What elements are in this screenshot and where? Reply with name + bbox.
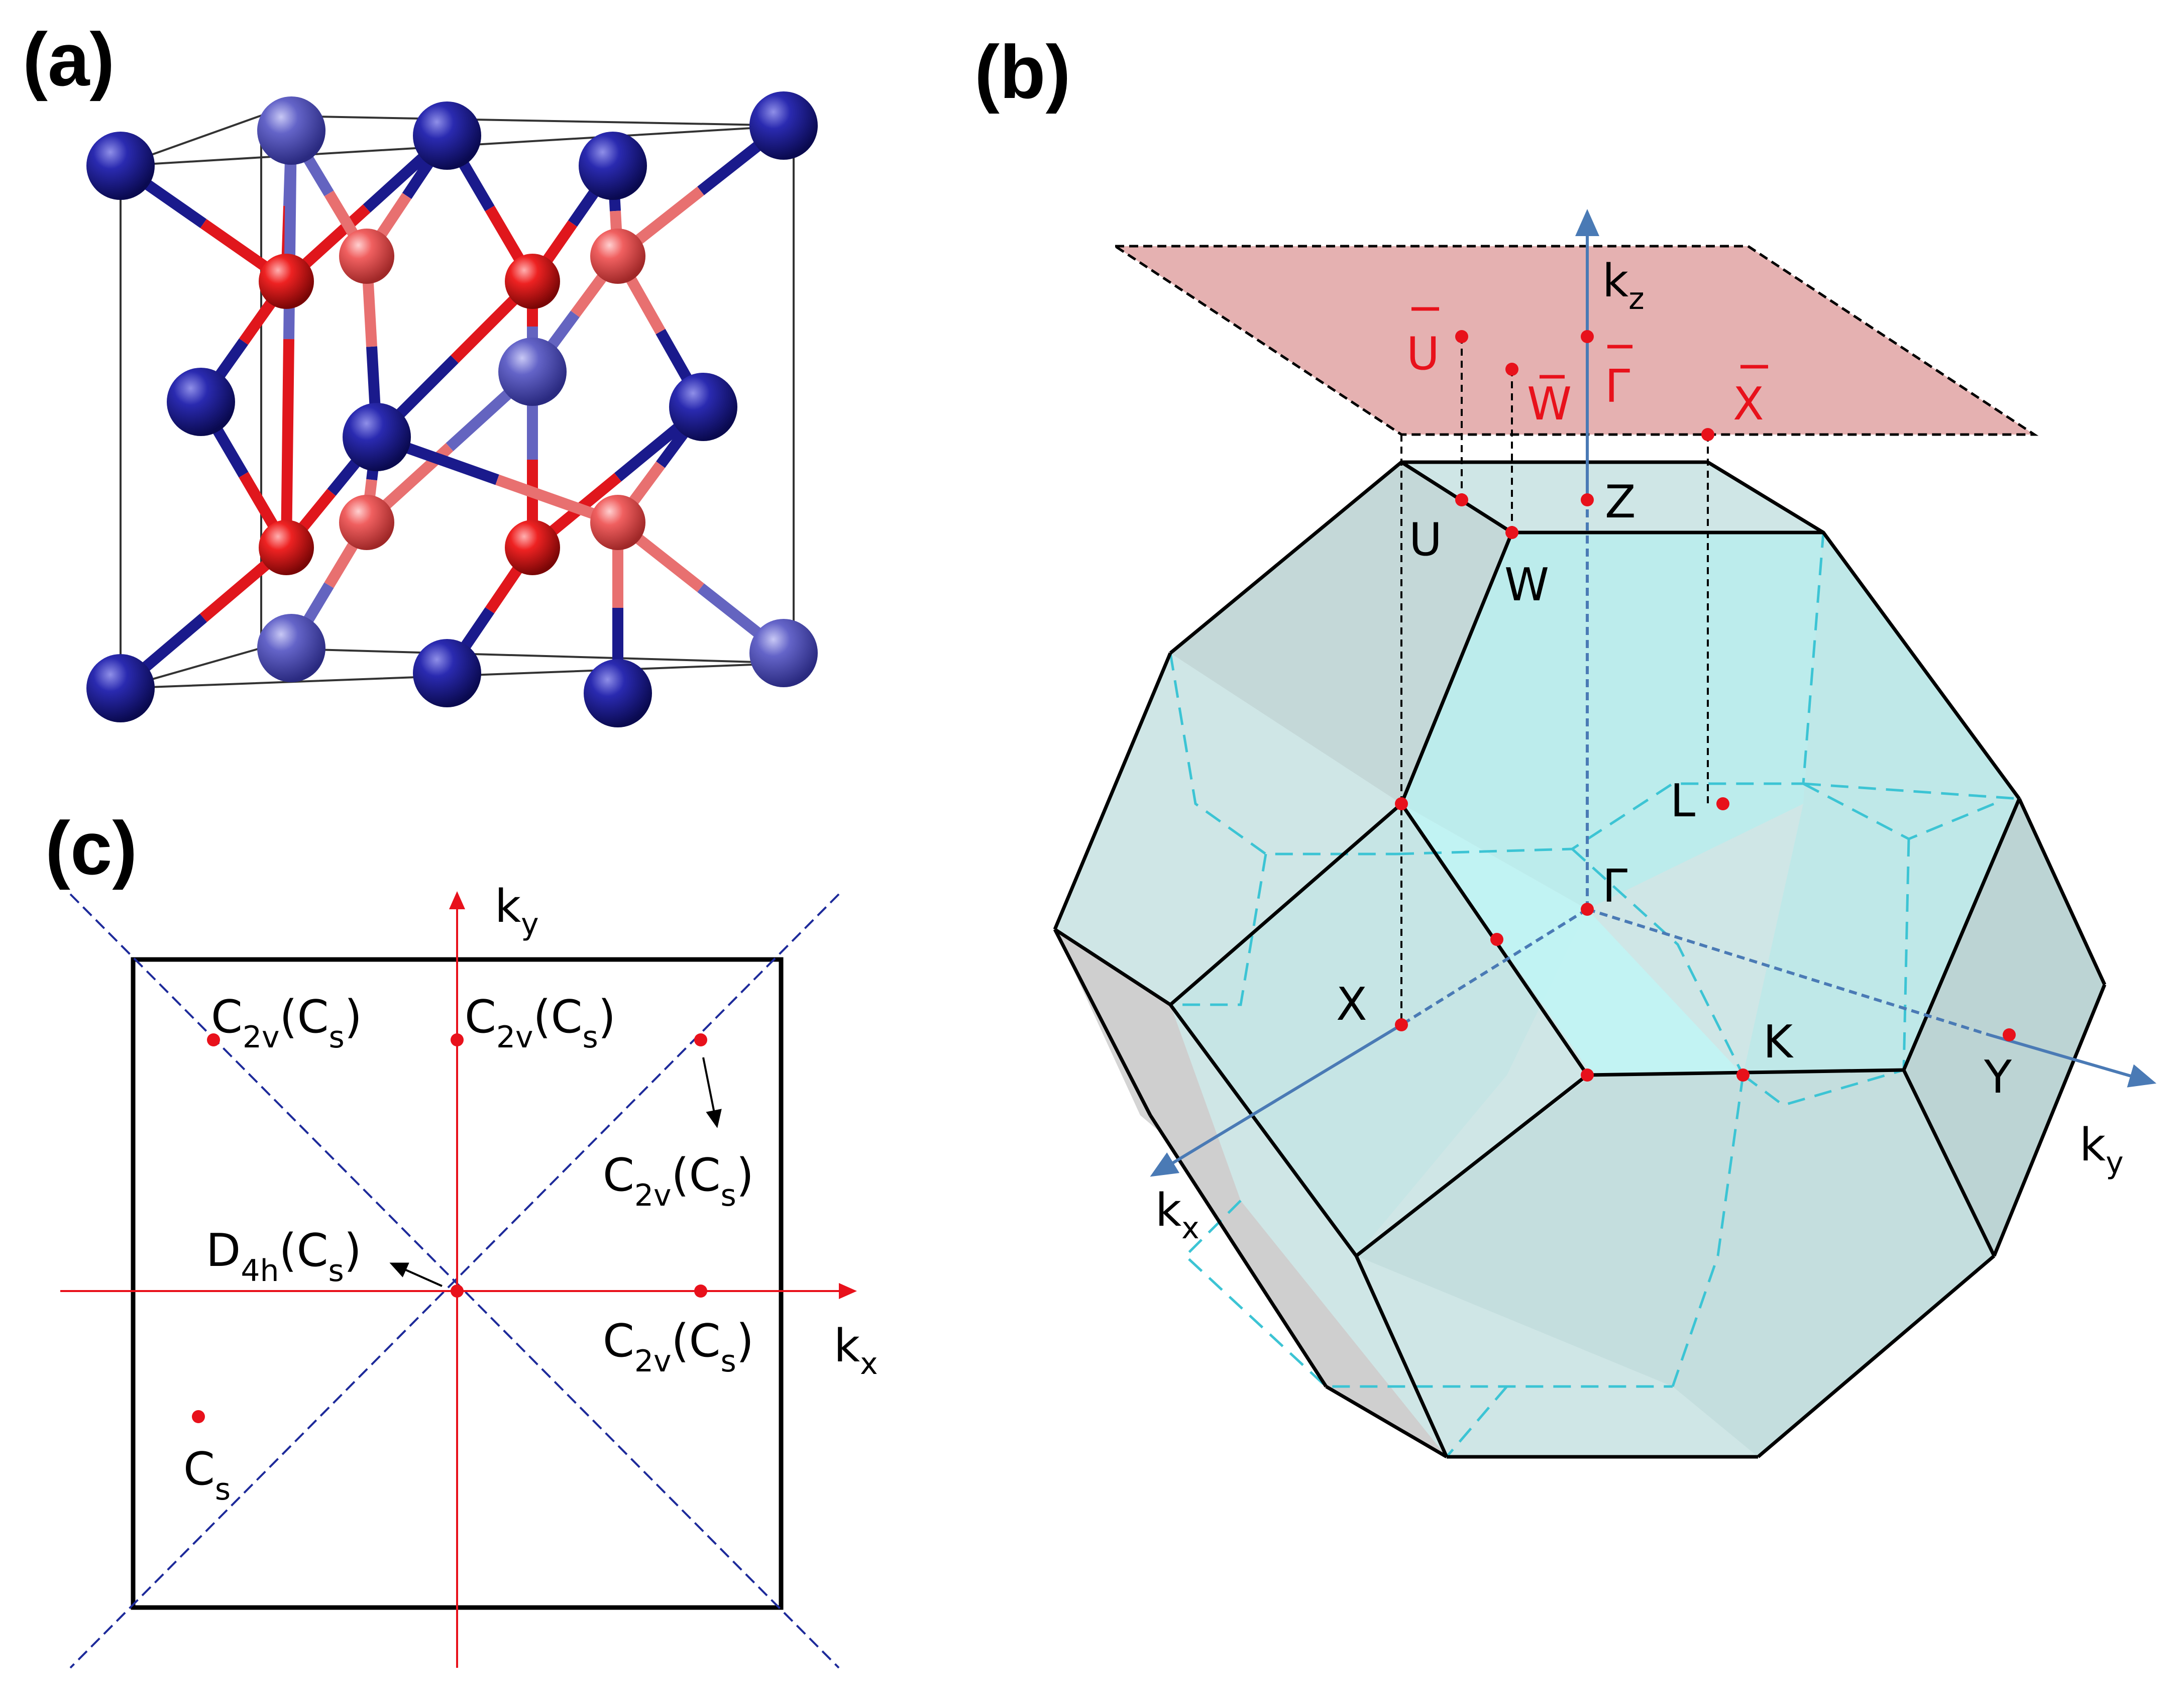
label-k: K — [1763, 1016, 1794, 1069]
label-xbar: X — [1733, 378, 1764, 431]
red-atom — [259, 520, 314, 575]
bulk-labels: U W Z L Γ X K Y — [1336, 476, 2012, 1104]
blue-atom — [343, 403, 411, 471]
label-l: L — [1670, 775, 1695, 827]
surface-bz-square: ky kx C2v(Cs) C2v(Cs) C2v(Cs) D4h(Cs) C2… — [60, 880, 878, 1669]
red-atom — [590, 495, 645, 550]
label-x: X — [1336, 978, 1367, 1031]
surface-plane — [1111, 245, 2039, 436]
atoms — [86, 91, 818, 727]
panel-label-b: (b) — [974, 30, 1071, 114]
bz-hidden-edges — [1169, 532, 2020, 1458]
mirror-diagonals — [69, 893, 840, 1669]
c-arrows — [389, 1057, 722, 1287]
brillouin-zone: U W Γ X U W Z L Γ X K Y kz kx ky — [1053, 209, 2157, 1459]
blue-atom — [413, 101, 481, 170]
k-axes — [1150, 209, 2157, 1177]
blue-atom — [498, 338, 567, 406]
red-atom — [259, 254, 314, 309]
label-kz: kz — [1602, 255, 1645, 316]
label-d4h: D4h(Cs) — [206, 1224, 362, 1289]
label-w: W — [1504, 559, 1549, 611]
kx-axis — [1150, 1023, 1402, 1177]
blue-atom — [257, 96, 325, 165]
crystal-structure — [86, 91, 818, 727]
label-kx-c: kx — [834, 1320, 878, 1381]
ky-axis — [1989, 1033, 2157, 1088]
projection-lines — [1400, 337, 1709, 1025]
panel-label-c: (c) — [45, 806, 137, 890]
bz-faces — [1055, 462, 2105, 1457]
red-atom — [505, 520, 560, 575]
blue-atom — [86, 132, 155, 200]
blue-atom — [579, 132, 647, 200]
label-c2v-4: C2v(Cs) — [603, 1315, 754, 1379]
label-z: Z — [1605, 476, 1636, 528]
red-atom — [339, 495, 394, 550]
bond-half-red — [281, 339, 294, 548]
label-c2v-2: C2v(Cs) — [465, 991, 616, 1055]
red-atom — [590, 229, 645, 284]
blue-atom — [413, 639, 481, 707]
label-u: U — [1409, 513, 1442, 566]
label-wbar: W — [1527, 378, 1572, 431]
label-gamma: Γ — [1602, 860, 1627, 913]
blue-atom — [749, 619, 818, 687]
red-atom — [339, 229, 394, 284]
bz-visible-edges — [1053, 460, 2107, 1459]
label-kx: kx — [1155, 1184, 1199, 1246]
c-points — [192, 1033, 707, 1423]
panel-label-a: (a) — [23, 17, 115, 101]
blue-atom — [749, 91, 818, 160]
blue-atom — [584, 659, 652, 727]
surface-labels: U W Γ X — [1406, 307, 1768, 431]
blue-atom — [167, 368, 235, 436]
label-ubar: U — [1406, 328, 1440, 380]
label-y: Y — [1984, 1051, 2012, 1104]
label-cs: Cs — [183, 1443, 231, 1507]
red-atom — [505, 254, 560, 309]
blue-atom — [669, 373, 737, 441]
label-c2v-1: C2v(Cs) — [211, 991, 362, 1055]
blue-atom — [257, 614, 325, 682]
blue-atom — [86, 654, 155, 722]
hs-points — [1395, 330, 2016, 1082]
label-ky-c: ky — [495, 880, 539, 942]
label-gammabar: Γ — [1605, 360, 1630, 413]
label-c2v-3: C2v(Cs) — [603, 1149, 754, 1213]
label-ky: ky — [2080, 1119, 2124, 1181]
